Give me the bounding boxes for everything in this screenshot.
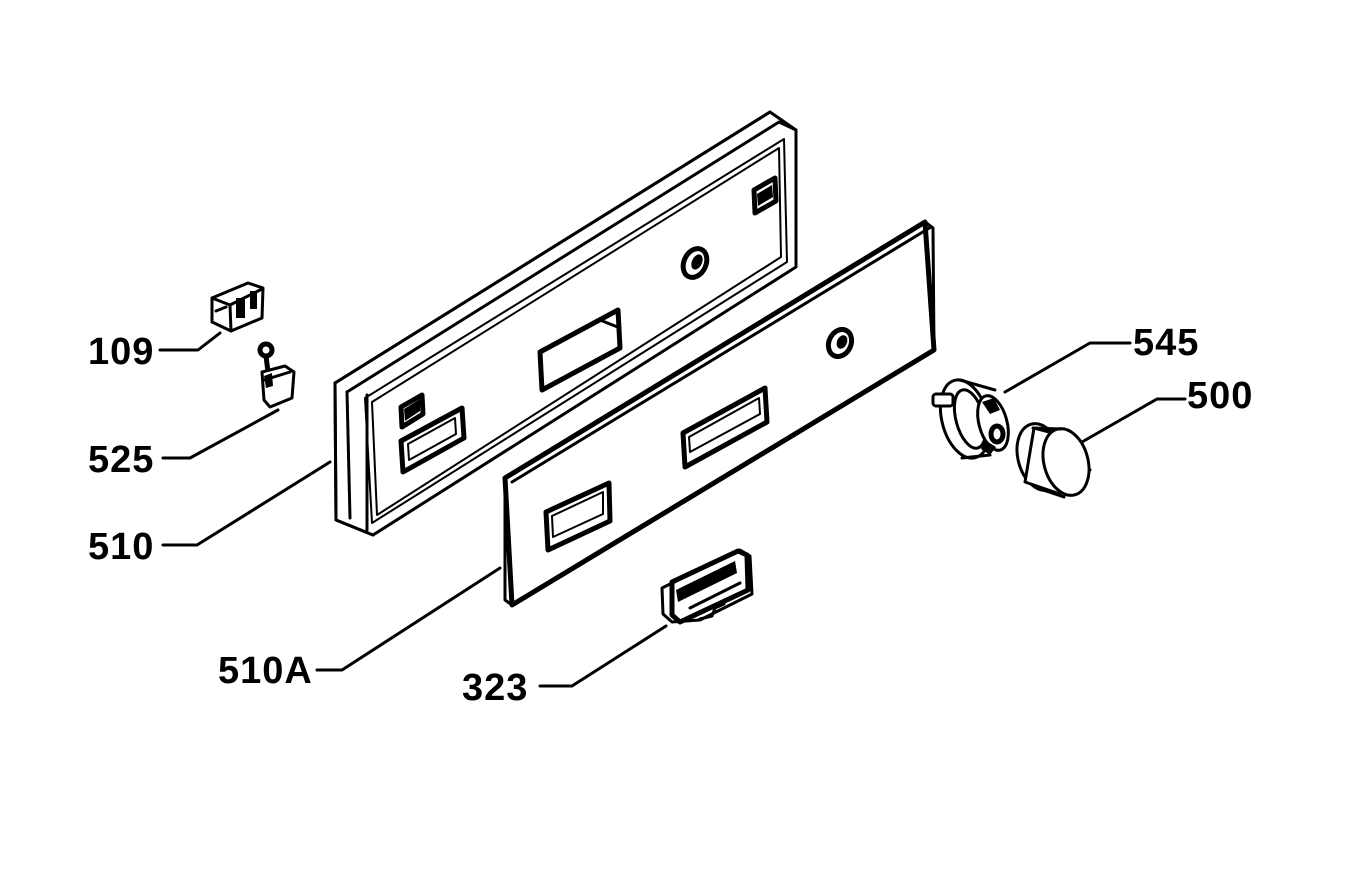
small-window-left: [398, 392, 426, 430]
part-545-switch: [931, 378, 1010, 460]
label-510: 510: [88, 526, 154, 568]
leader-510a: [315, 566, 502, 672]
label-109: 109: [88, 331, 154, 373]
overlay-window-center: [680, 385, 770, 470]
part-labels: 109 525 510 510A 323 545 500: [88, 322, 1253, 709]
leader-510: [161, 460, 332, 547]
small-window-right: [751, 175, 779, 216]
part-323-button: [660, 548, 754, 625]
leader-109: [158, 331, 222, 352]
part-109-clip: [210, 281, 265, 333]
leader-500: [1080, 397, 1187, 444]
opening-center: [537, 307, 623, 393]
part-510a-overlay-panel: [502, 219, 937, 608]
label-323: 323: [462, 667, 528, 709]
label-545: 545: [1133, 322, 1199, 364]
part-525-pin: [257, 341, 296, 409]
overlay-hole: [825, 326, 855, 360]
label-525: 525: [88, 439, 154, 481]
leader-545: [1003, 341, 1132, 394]
hole-right: [680, 246, 710, 280]
label-510a: 510A: [218, 650, 313, 692]
part-510-control-panel: [333, 110, 798, 537]
opening-left: [398, 405, 467, 475]
leader-323: [538, 624, 668, 688]
part-500-knob: [1015, 422, 1092, 499]
leader-525: [161, 408, 280, 460]
leader-lines: [158, 331, 1187, 688]
label-500: 500: [1187, 375, 1253, 417]
overlay-window-left: [543, 480, 613, 553]
